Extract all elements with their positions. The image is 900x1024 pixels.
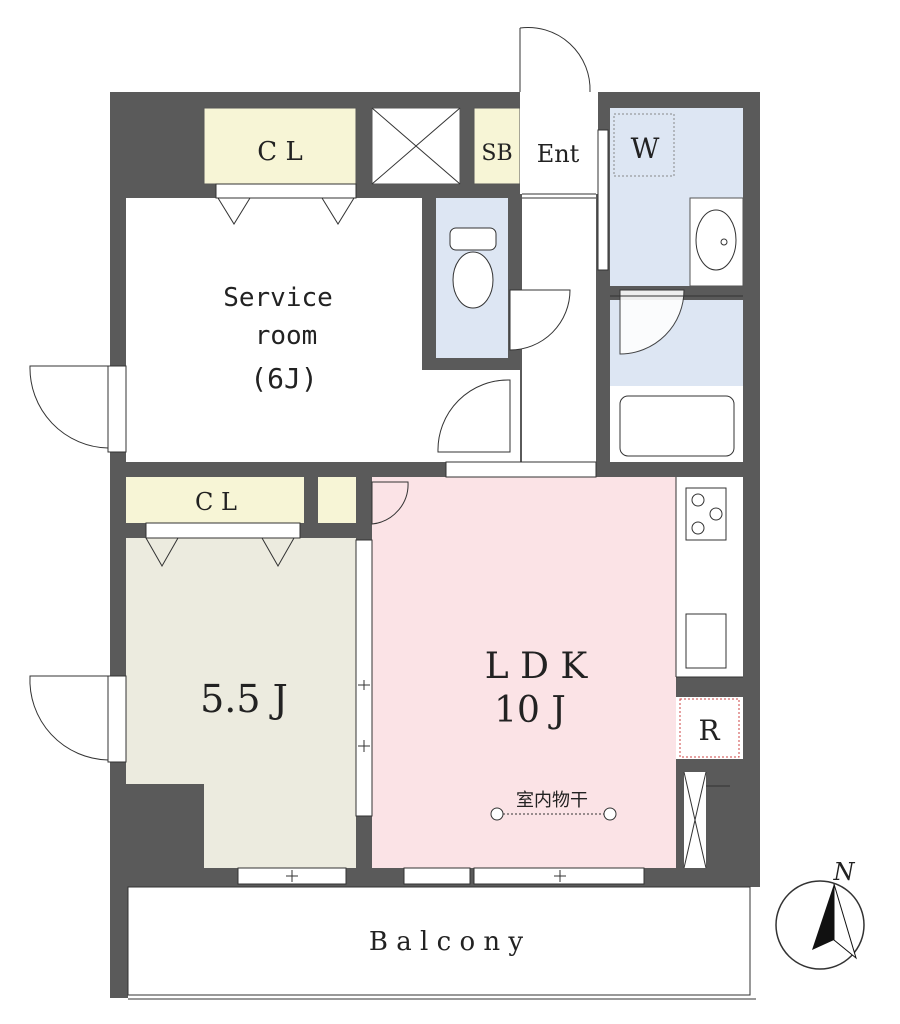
indoor-drying-label: 室内物干: [516, 790, 588, 811]
entrance-label: Ent: [537, 140, 580, 168]
washer-label: W: [631, 132, 660, 165]
pantry-floor: [318, 477, 356, 523]
service-room-label-3: (6J): [250, 362, 317, 395]
service-room-label-1: Service: [223, 283, 333, 313]
shoe-box-label: SB: [481, 141, 512, 166]
balcony-label: B a l c o n y: [369, 927, 523, 957]
entrance-floor: [520, 106, 598, 194]
closet-mid-label: C L: [195, 488, 237, 516]
compass-icon: [775, 880, 865, 970]
fridge-label: R: [698, 714, 720, 747]
closet-mid-floor: [126, 477, 304, 523]
balcony-left-wall: [110, 880, 128, 998]
fridge-space: [676, 697, 743, 759]
ldk-label-1: L D K: [485, 646, 589, 687]
ldk-label-2: 10 J: [494, 690, 566, 731]
bedroom-floor: [126, 538, 356, 868]
ldk-floor: [372, 477, 676, 868]
bedroom-label: 5.5 J: [200, 677, 288, 721]
closet-top-floor: [203, 107, 357, 185]
balcony-floor: [127, 886, 751, 996]
closet-top-label: C L: [257, 137, 302, 167]
service-room-label-2: room: [255, 321, 318, 351]
shoe-box-floor: [473, 107, 521, 185]
compass-label: N: [833, 858, 856, 886]
service-room-floor: [126, 198, 422, 462]
